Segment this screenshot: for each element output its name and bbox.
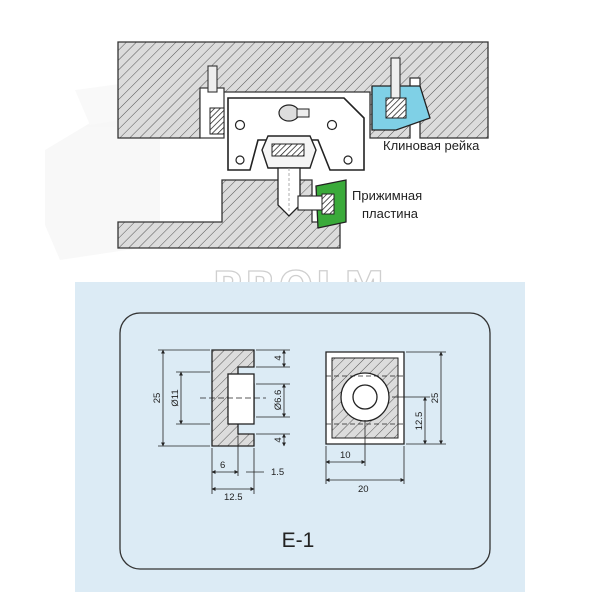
dim-front-half-width: 10 bbox=[340, 450, 351, 461]
dim-side-offset: 1.5 bbox=[271, 467, 284, 478]
dim-front-half-height: 12.5 bbox=[414, 412, 425, 431]
wedge-rail-label: Клиновая рейка bbox=[383, 138, 480, 153]
dim-side-hole: Ø6.6 bbox=[273, 390, 284, 411]
side-view bbox=[200, 349, 266, 447]
linear-block bbox=[227, 97, 365, 171]
dim-side-top: 4 bbox=[273, 355, 284, 360]
rail-bolt bbox=[277, 167, 301, 217]
front-view-dimensions bbox=[325, 351, 446, 484]
product-code: E-1 bbox=[282, 529, 315, 552]
clamp-plate-label-line2: пластина bbox=[362, 206, 419, 221]
grease-nipple bbox=[278, 104, 310, 122]
side-view-labels: 25 Ø11 4 Ø6.6 4 6 1.5 12.5 bbox=[152, 355, 284, 503]
left-cap-screw bbox=[199, 65, 225, 139]
dim-side-bottom: 4 bbox=[273, 437, 284, 442]
side-view-dimensions bbox=[158, 349, 290, 494]
clamp-plate-label-line1: Прижимная bbox=[352, 188, 422, 203]
dim-front-height: 25 bbox=[430, 393, 441, 404]
dim-side-bore: Ø11 bbox=[170, 389, 181, 406]
dim-side-step: 6 bbox=[220, 460, 225, 471]
clamp-plate bbox=[297, 179, 347, 229]
dim-side-height: 25 bbox=[152, 393, 163, 404]
dim-side-width: 12.5 bbox=[224, 492, 243, 503]
front-view-labels: 25 12.5 10 20 bbox=[340, 393, 441, 495]
dim-front-width: 20 bbox=[358, 484, 369, 495]
wedge-rail bbox=[371, 57, 431, 131]
cross-section-illustration: Клиновая рейка Прижимная пластина bbox=[117, 41, 489, 249]
